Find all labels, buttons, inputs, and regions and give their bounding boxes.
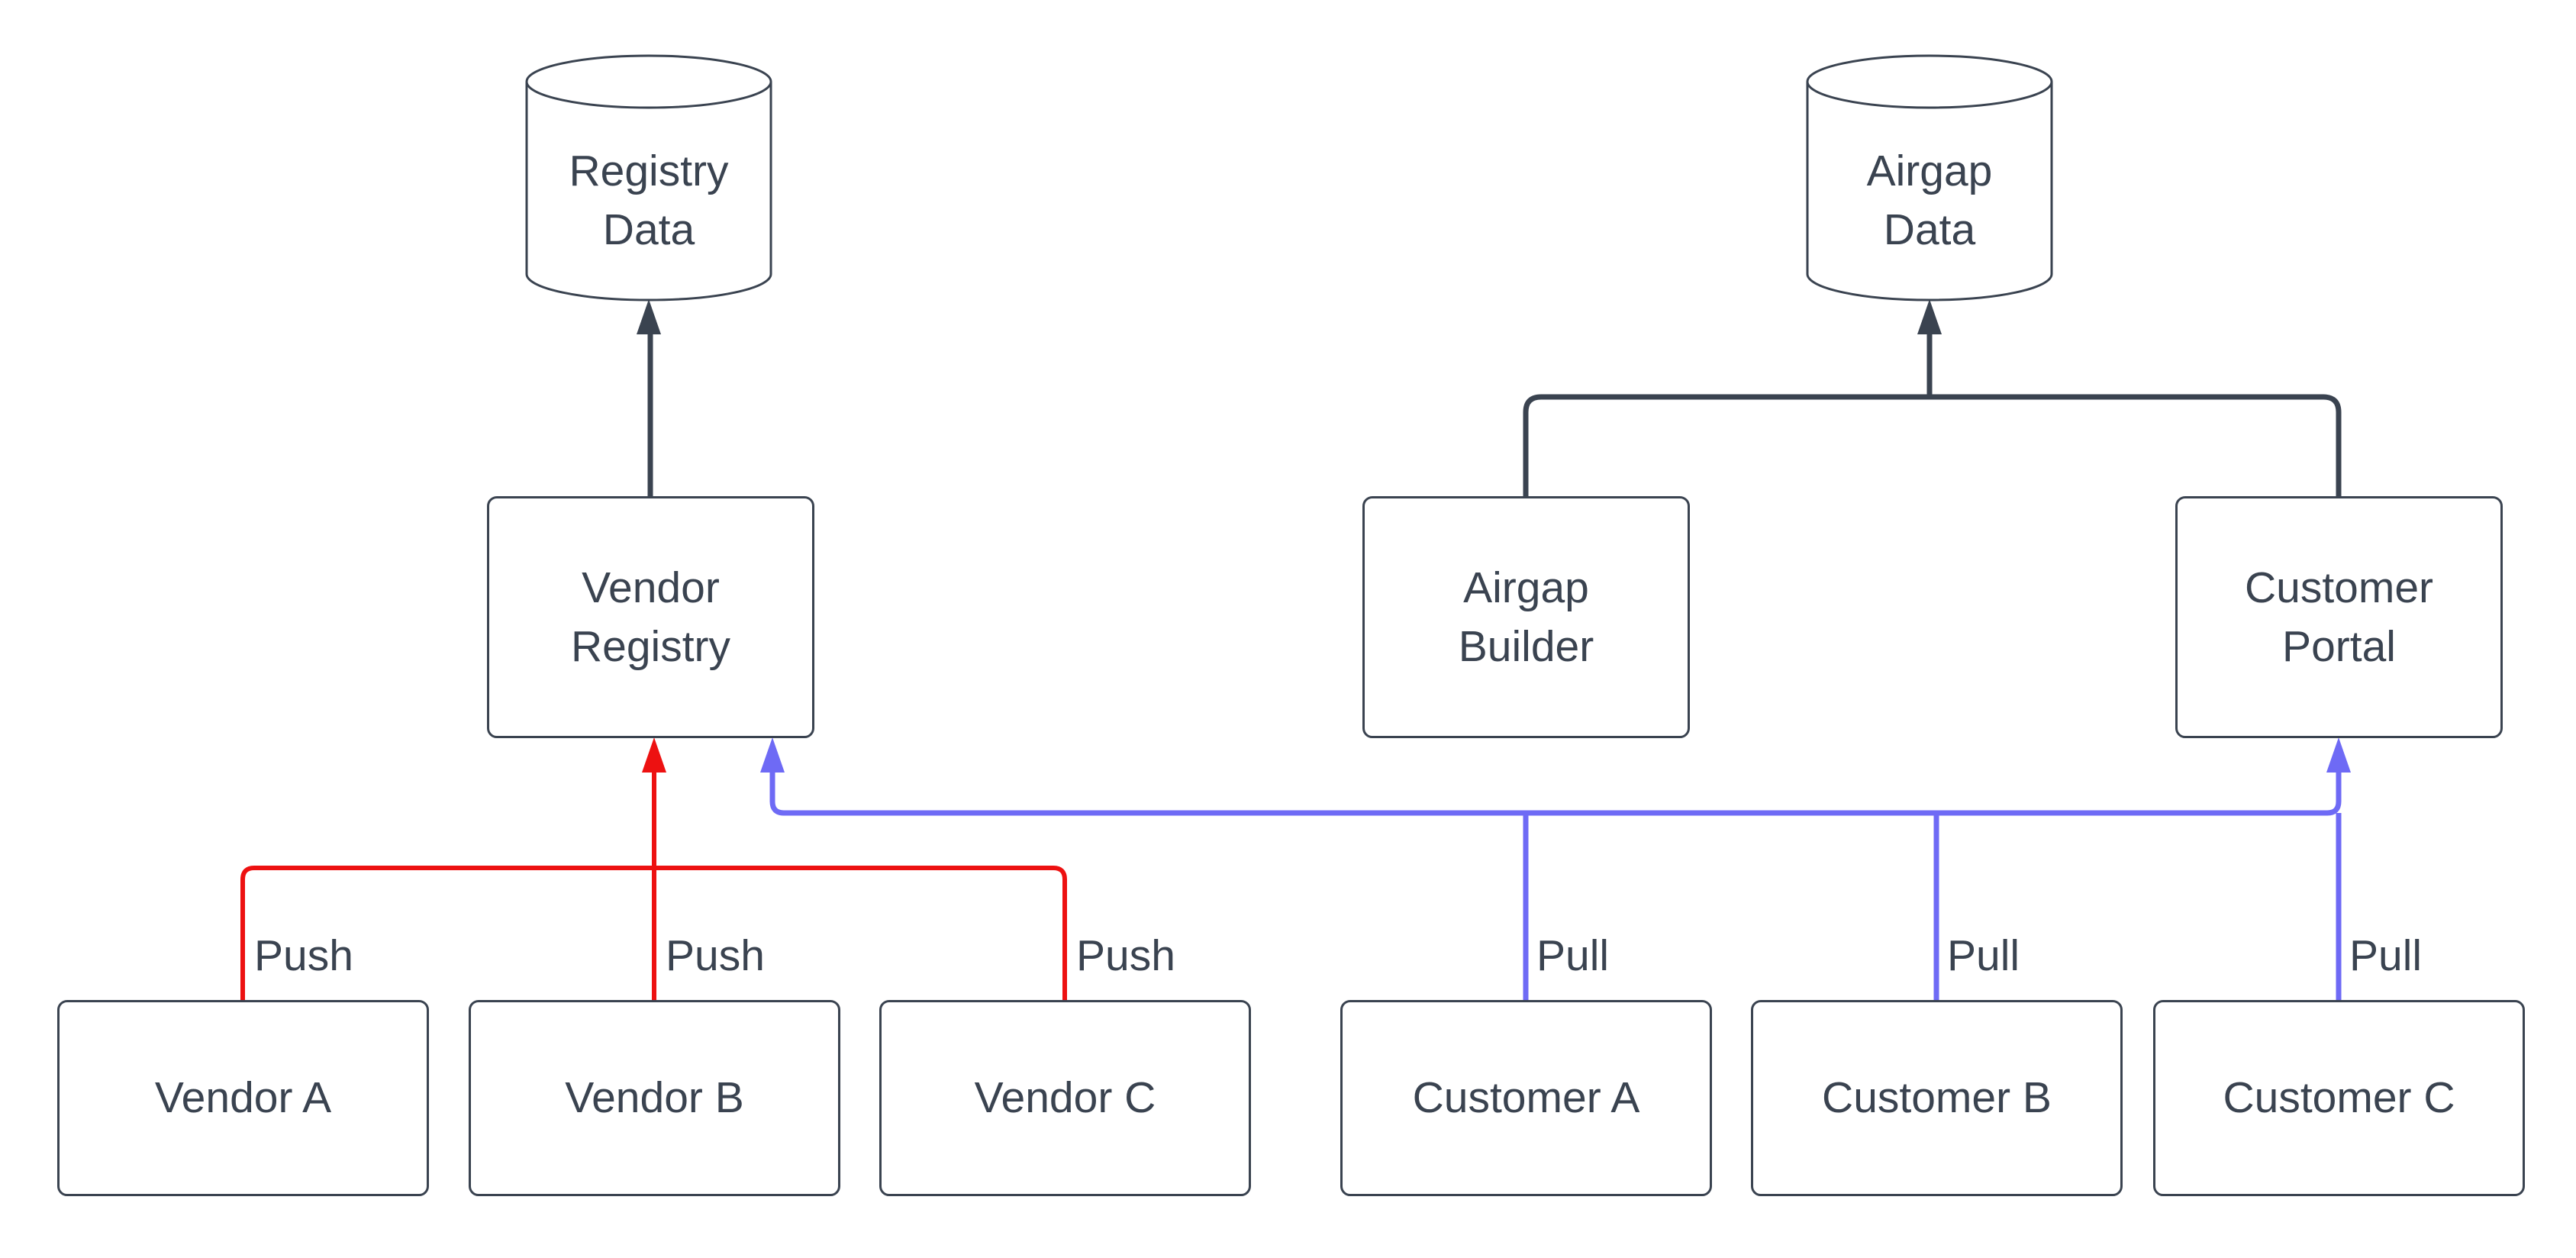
- customer-a-label: Customer A: [1412, 1073, 1640, 1123]
- airgap-data-cylinder-top: [1806, 54, 2053, 109]
- registry-data-cylinder-body: [525, 82, 772, 302]
- edge-pull-bus: [769, 768, 2342, 816]
- vendor-a-label: Vendor A: [154, 1073, 332, 1123]
- registry-data-label-line1: Registry: [569, 146, 729, 195]
- node-vendor-c: Vendor C: [879, 1000, 1251, 1196]
- arrowhead-pull-vendor-registry: [760, 737, 785, 773]
- vendor-registry-label-line2: Registry: [570, 621, 731, 671]
- airgap-builder-label-line2: Builder: [1458, 621, 1594, 671]
- customer-c-label: Customer C: [2223, 1073, 2455, 1123]
- node-customer-portal: Customer Portal: [2175, 496, 2503, 738]
- edge-label-push-vendor-a: Push: [254, 931, 353, 980]
- vendor-c-label: Vendor C: [974, 1073, 1156, 1123]
- edge-customer-portal-to-airgap-data: [1930, 394, 2342, 496]
- airgap-builder-label-line1: Airgap: [1463, 563, 1589, 612]
- node-vendor-registry: Vendor Registry: [487, 496, 814, 738]
- edge-label-push-vendor-c: Push: [1076, 931, 1175, 980]
- vendor-registry-label-line1: Vendor: [582, 563, 720, 612]
- edge-airgap-builder-to-airgap-data: [1523, 394, 1930, 496]
- airgap-data-label-line1: Airgap: [1866, 146, 1993, 195]
- arrowhead-pull-customer-portal: [2326, 737, 2351, 773]
- registry-data-label-line2: Data: [602, 205, 695, 254]
- airgap-data-cylinder-body: [1806, 82, 2053, 302]
- edge-label-push-vendor-b: Push: [666, 931, 765, 980]
- arrowhead-airgap-data: [1917, 299, 1942, 334]
- node-registry-data: Registry Data: [527, 95, 771, 305]
- arrowhead-registry-data: [637, 299, 661, 334]
- node-customer-b: Customer B: [1751, 1000, 2123, 1196]
- edge-label-pull-customer-c: Pull: [2349, 931, 2423, 980]
- registry-data-cylinder-top: [525, 54, 772, 109]
- airgap-data-label-line2: Data: [1883, 205, 1976, 254]
- customer-portal-label-line2: Portal: [2282, 621, 2396, 671]
- node-customer-a: Customer A: [1340, 1000, 1712, 1196]
- edge-label-pull-customer-a: Pull: [1536, 931, 1610, 980]
- node-airgap-builder: Airgap Builder: [1362, 496, 1690, 738]
- customer-portal-label-line1: Customer: [2244, 563, 2434, 612]
- node-airgap-data: Airgap Data: [1807, 95, 2052, 305]
- vendor-b-label: Vendor B: [565, 1073, 744, 1123]
- node-customer-c: Customer C: [2153, 1000, 2525, 1196]
- node-vendor-a: Vendor A: [57, 1000, 429, 1196]
- edge-label-pull-customer-b: Pull: [1947, 931, 2020, 980]
- node-vendor-b: Vendor B: [469, 1000, 840, 1196]
- customer-b-label: Customer B: [1822, 1073, 2052, 1123]
- arrowhead-push-vendor-registry: [642, 737, 666, 773]
